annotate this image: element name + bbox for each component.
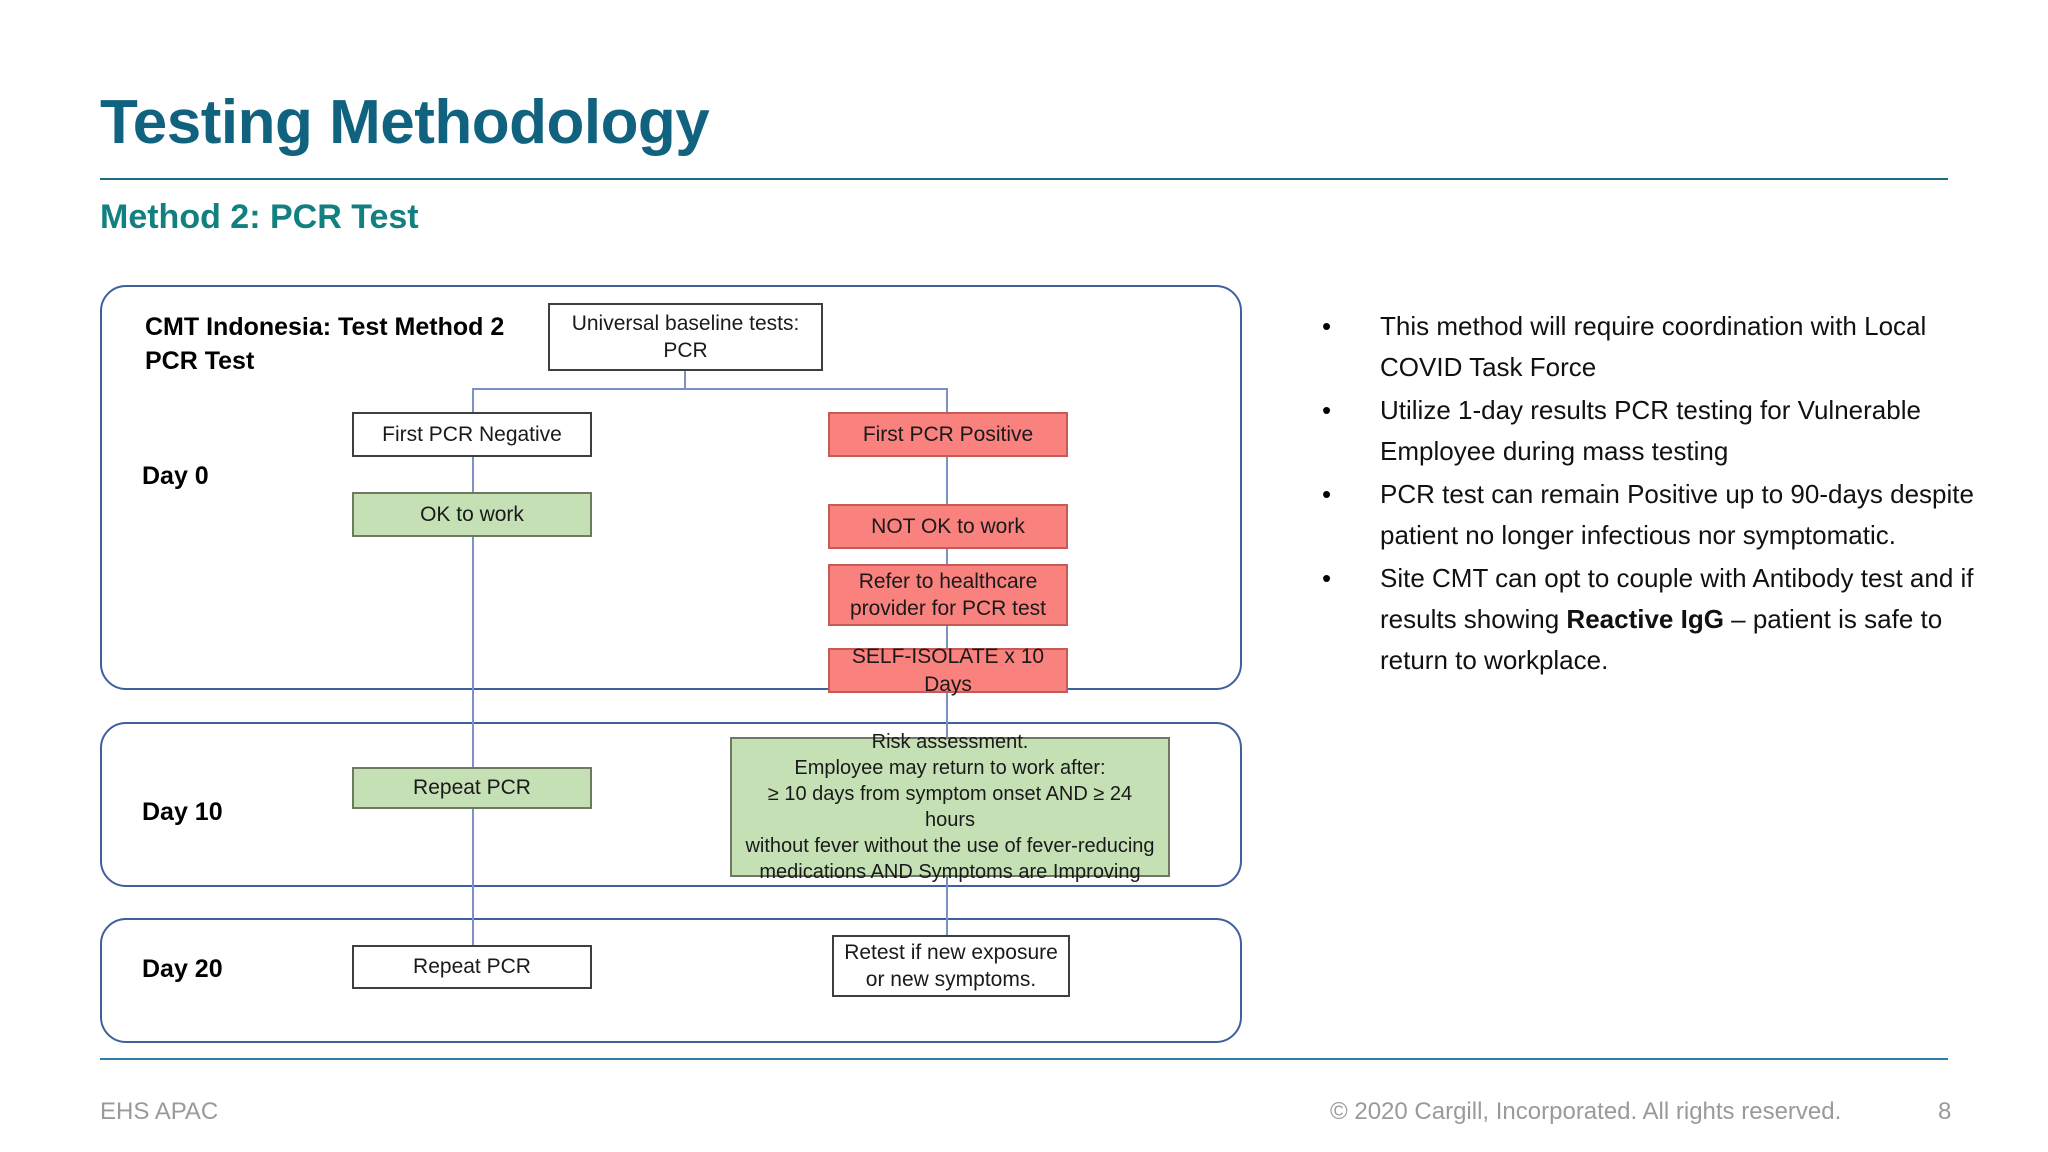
note-emphasis: Reactive IgG — [1566, 604, 1724, 634]
page-title: Testing Methodology — [100, 88, 710, 157]
note-item: • Utilize 1-day results PCR testing for V… — [1322, 390, 1982, 472]
connector-right-drop — [946, 388, 948, 414]
bullet-dot-icon: • — [1322, 479, 1332, 509]
risk-line-2: Employee may return to work after: — [794, 757, 1106, 779]
risk-line-3: ≥ 10 days from symptom onset AND ≥ 24 ho… — [767, 783, 1133, 831]
risk-line-1: Risk assessment. — [871, 731, 1029, 753]
flowchart-heading: CMT Indonesia: Test Method 2 PCR Test — [145, 313, 505, 375]
flow-node-repeat-pcr-day20: Repeat PCR — [352, 945, 592, 989]
connector-left-drop — [472, 388, 474, 414]
day-label-day20: Day 20 — [142, 955, 223, 983]
footer-divider — [100, 1058, 1948, 1060]
connector-left-spine — [472, 455, 474, 967]
note-item-text: Site CMT can opt to couple with Antibody… — [1380, 563, 1974, 675]
flow-node-not-ok-to-work: NOT OK to work — [828, 504, 1068, 549]
connector-baseline-stem — [684, 371, 686, 389]
title-divider — [100, 178, 1948, 180]
bullet-dot-icon: • — [1322, 311, 1332, 341]
day-label-day10: Day 10 — [142, 798, 223, 826]
bullet-dot-icon: • — [1322, 395, 1332, 425]
risk-line-5: medications AND Symptoms are Improving — [759, 861, 1141, 883]
footer-copyright: © 2020 Cargill, Incorporated. All rights… — [1330, 1098, 1842, 1125]
day-label-day0: Day 0 — [142, 462, 209, 490]
flow-node-first-pcr-negative: First PCR Negative — [352, 412, 592, 457]
flow-node-repeat-pcr-day10: Repeat PCR — [352, 767, 592, 809]
flow-band-day0 — [100, 285, 1242, 690]
flow-node-ok-to-work: OK to work — [352, 492, 592, 537]
page-subtitle: Method 2: PCR Test — [100, 198, 419, 236]
connector-split-bus — [472, 388, 948, 390]
flow-node-first-pcr-positive: First PCR Positive — [828, 412, 1068, 457]
flow-node-baseline-tests: Universal baseline tests: PCR — [548, 303, 823, 371]
flow-node-risk-assessment: Risk assessment. Employee may return to … — [730, 731, 1170, 883]
flow-node-self-isolate: SELF-ISOLATE x 10 Days — [828, 645, 1068, 696]
connector-right-spine — [946, 455, 948, 937]
flow-band-day10 — [100, 722, 1242, 887]
flow-node-retest: Retest if new exposure or new symptoms. — [832, 935, 1070, 997]
note-item: • Site CMT can opt to couple with Antibod… — [1322, 558, 1982, 681]
note-item: • PCR test can remain Positive up to 90-d… — [1322, 474, 1982, 556]
flow-band-day20 — [100, 918, 1242, 1043]
flow-node-refer-healthcare: Refer to healthcare provider for PCR tes… — [828, 564, 1068, 626]
note-item-text: PCR test can remain Positive up to 90-da… — [1380, 479, 1974, 550]
note-item-text: Utilize 1-day results PCR testing for Vu… — [1380, 395, 1921, 466]
notes-list: • This method will require coordination w… — [1322, 306, 1982, 683]
note-item: • This method will require coordination w… — [1322, 306, 1982, 388]
footer-left-text: EHS APAC — [100, 1098, 219, 1125]
bullet-dot-icon: • — [1322, 563, 1332, 593]
note-item-text: This method will require coordination wi… — [1380, 311, 1927, 382]
risk-line-4: without fever without the use of fever-r… — [745, 835, 1155, 857]
footer-page-number: 8 — [1938, 1098, 1952, 1125]
